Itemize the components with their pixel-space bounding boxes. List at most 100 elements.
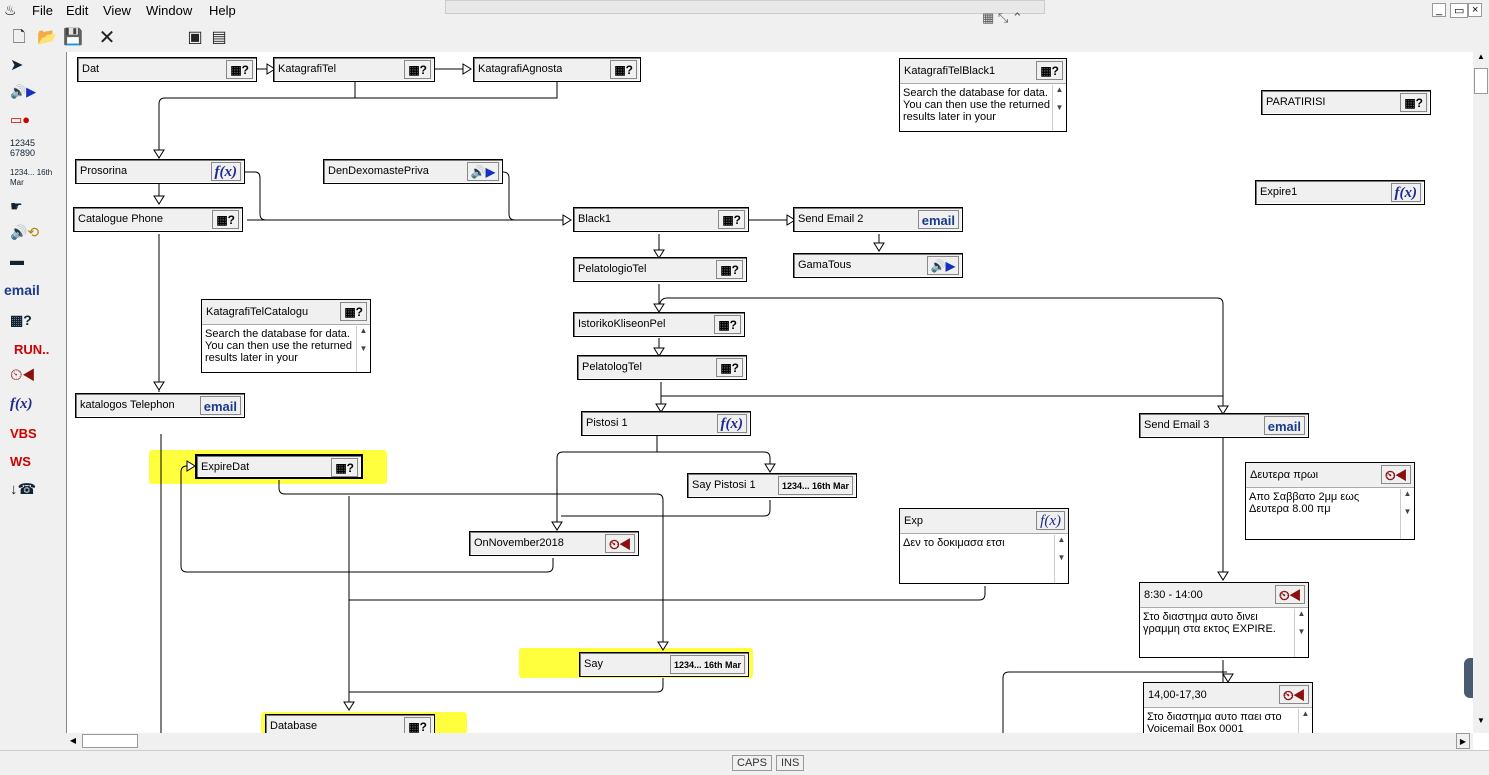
fx-icon: f(x) — [1036, 511, 1065, 530]
fx-icon: f(x) — [716, 414, 747, 433]
node-istorikokliseonpel[interactable]: IstorikoKliseonPel▦? — [573, 312, 745, 337]
node-database[interactable]: Database▦? — [265, 714, 435, 733]
floating-toolbar — [445, 0, 1045, 14]
note-scrollbar[interactable]: ▲ — [1298, 709, 1312, 733]
email-icon: email — [199, 396, 241, 415]
database-query-icon: ▦? — [404, 60, 431, 79]
open-folder-icon[interactable]: 📂 — [37, 29, 57, 46]
hangup-tool-icon[interactable]: ↓☎ — [10, 481, 37, 498]
note-scrollbar[interactable]: ▲▼ — [356, 326, 370, 372]
node-onnovember2018[interactable]: OnNovember2018⏲◀ — [469, 531, 639, 556]
database-query-icon: ▦? — [716, 260, 743, 279]
transfer-tool-icon[interactable]: ☛ — [10, 198, 23, 214]
node-gamatous[interactable]: GamaTous🔊▶ — [793, 253, 963, 278]
speaker-play-icon: 🔊▶ — [466, 162, 499, 181]
play-sound-tool-icon[interactable]: 🔊▶ — [10, 84, 37, 99]
minimize-icon[interactable]: _ — [1432, 3, 1447, 17]
node-expiredat[interactable]: ExpireDat▦? — [195, 454, 363, 479]
keypad-tool-icon[interactable]: ▬ — [10, 252, 24, 268]
database-query-icon: ▦? — [331, 458, 358, 477]
say-date-icon: 1234... 16th Mar — [669, 655, 745, 674]
note-1400-1730[interactable]: 14,00-17,30⏲◀ Στο διαστημα αυτο παει στο… — [1143, 682, 1313, 733]
save-icon[interactable]: 💾 — [63, 29, 83, 46]
flow-canvas[interactable]: Dat▦? KatagrafiTel▦? KatagrafiAgnosta▦? … — [66, 52, 1473, 733]
vertical-scroll-thumb[interactable] — [1474, 68, 1488, 94]
node-catalogue-phone[interactable]: Catalogue Phone▦? — [73, 207, 243, 232]
horizontal-scrollbar[interactable]: ◀ ▶ — [66, 733, 1473, 750]
database-query-icon: ▦? — [714, 315, 741, 334]
conference-tool-icon[interactable]: 🔊⟲ — [10, 224, 40, 240]
properties-icon[interactable]: ▣ — [187, 29, 203, 46]
note-scrollbar[interactable]: ▲▼ — [1294, 609, 1308, 657]
node-dendexomastepriva[interactable]: DenDexomastePriva🔊▶ — [323, 159, 503, 184]
input-digits-tool-icon[interactable]: 12345 67890 — [10, 138, 36, 158]
caps-indicator: CAPS — [732, 755, 772, 771]
fx-tool-icon[interactable]: f(x) — [10, 396, 33, 412]
note-scrollbar[interactable]: ▲▼ — [1400, 489, 1414, 539]
node-katagrafiagnosta[interactable]: KatagrafiAgnosta▦? — [473, 57, 641, 82]
run-tool-icon[interactable]: RUN.. — [14, 342, 50, 357]
menu-view[interactable]: View — [103, 3, 131, 18]
list-icon[interactable]: ▤ — [211, 29, 227, 46]
note-scrollbar[interactable]: ▲▼ — [1052, 85, 1066, 131]
scroll-up-icon[interactable]: ▲ — [1477, 52, 1485, 61]
database-query-icon: ▦? — [716, 358, 743, 377]
note-830-1400[interactable]: 8:30 - 14:00⏲◀ Στο διαστημα αυτο δινει γ… — [1139, 582, 1309, 658]
note-deutera[interactable]: Δευτερα πρωι⏲◀ Απο Σαββατο 2μμ εως Δευτε… — [1245, 462, 1415, 540]
node-pelatologtel[interactable]: PelatologTel▦? — [577, 355, 747, 380]
say-date-icon: 1234... 16th Mar — [777, 476, 853, 495]
node-katagrafitel[interactable]: KatagrafiTel▦? — [273, 57, 435, 82]
clock-icon: ⏲◀ — [604, 534, 635, 553]
clock-icon: ⏲◀ — [1278, 685, 1309, 704]
scroll-right-icon[interactable]: ▶ — [1456, 733, 1470, 749]
toolbar — [0, 24, 1489, 52]
schedule-tool-icon[interactable]: ⏲◀ — [10, 367, 36, 384]
scroll-down-icon[interactable]: ▼ — [1477, 716, 1485, 725]
status-bar: CAPS INS — [0, 750, 1489, 775]
menu-window[interactable]: Window — [146, 3, 193, 18]
collapse-icon[interactable]: ▦ ⤡ ⌃ — [982, 10, 1023, 25]
database-query-icon: ▦? — [212, 210, 239, 229]
node-pelatologiotel[interactable]: PelatologioTel▦? — [573, 257, 747, 282]
node-black1[interactable]: Black1▦? — [573, 207, 749, 232]
database-query-icon: ▦? — [610, 60, 637, 79]
node-paratirisi[interactable]: PARATIRISI▦? — [1261, 90, 1431, 115]
horizontal-scroll-thumb[interactable] — [82, 734, 138, 748]
vertical-scrollbar[interactable]: ▲ ▼ — [1473, 52, 1489, 733]
vbs-tool-icon[interactable]: VBS — [10, 426, 37, 441]
scroll-left-icon[interactable]: ◀ — [69, 736, 77, 745]
ws-tool-icon[interactable]: WS — [10, 454, 31, 469]
close-icon[interactable]: × — [1468, 3, 1483, 17]
fx-icon: f(x) — [1390, 183, 1421, 202]
clock-icon: ⏲◀ — [1380, 465, 1411, 484]
database-query-icon: ▦? — [340, 302, 367, 321]
delete-icon[interactable]: ✕ — [98, 27, 116, 49]
database-query-icon: ▦? — [1036, 61, 1063, 80]
database-tool-icon[interactable]: ▦? — [10, 312, 32, 328]
say-date-tool-icon[interactable]: 1234... 16th Mar — [10, 168, 53, 187]
record-tool-icon[interactable]: ▭● — [10, 112, 31, 127]
restore-icon[interactable]: ▭ — [1450, 3, 1469, 18]
email-tool-icon[interactable]: email — [4, 282, 40, 298]
note-katagrafitelcatalog[interactable]: KatagrafiTelCatalogu▦? Search the databa… — [201, 299, 371, 373]
node-dat[interactable]: Dat▦? — [77, 57, 257, 82]
pointer-tool-icon[interactable]: ➤ — [10, 57, 24, 74]
note-katagrafitelblack1[interactable]: KatagrafiTelBlack1▦? Search the database… — [899, 58, 1067, 132]
menu-edit[interactable]: Edit — [66, 3, 89, 18]
menu-file[interactable]: File — [32, 3, 53, 18]
note-scrollbar[interactable]: ▲▼ — [1054, 535, 1068, 583]
new-file-icon[interactable]: 🗋 — [12, 29, 26, 46]
menu-bar: ♨ File Edit View Window Help ▦ ⤡ ⌃ _ ▭ × — [0, 0, 1489, 25]
clock-icon: ⏲◀ — [1274, 585, 1305, 604]
menu-help[interactable]: Help — [209, 3, 236, 18]
side-panel-tab[interactable] — [1464, 658, 1473, 698]
